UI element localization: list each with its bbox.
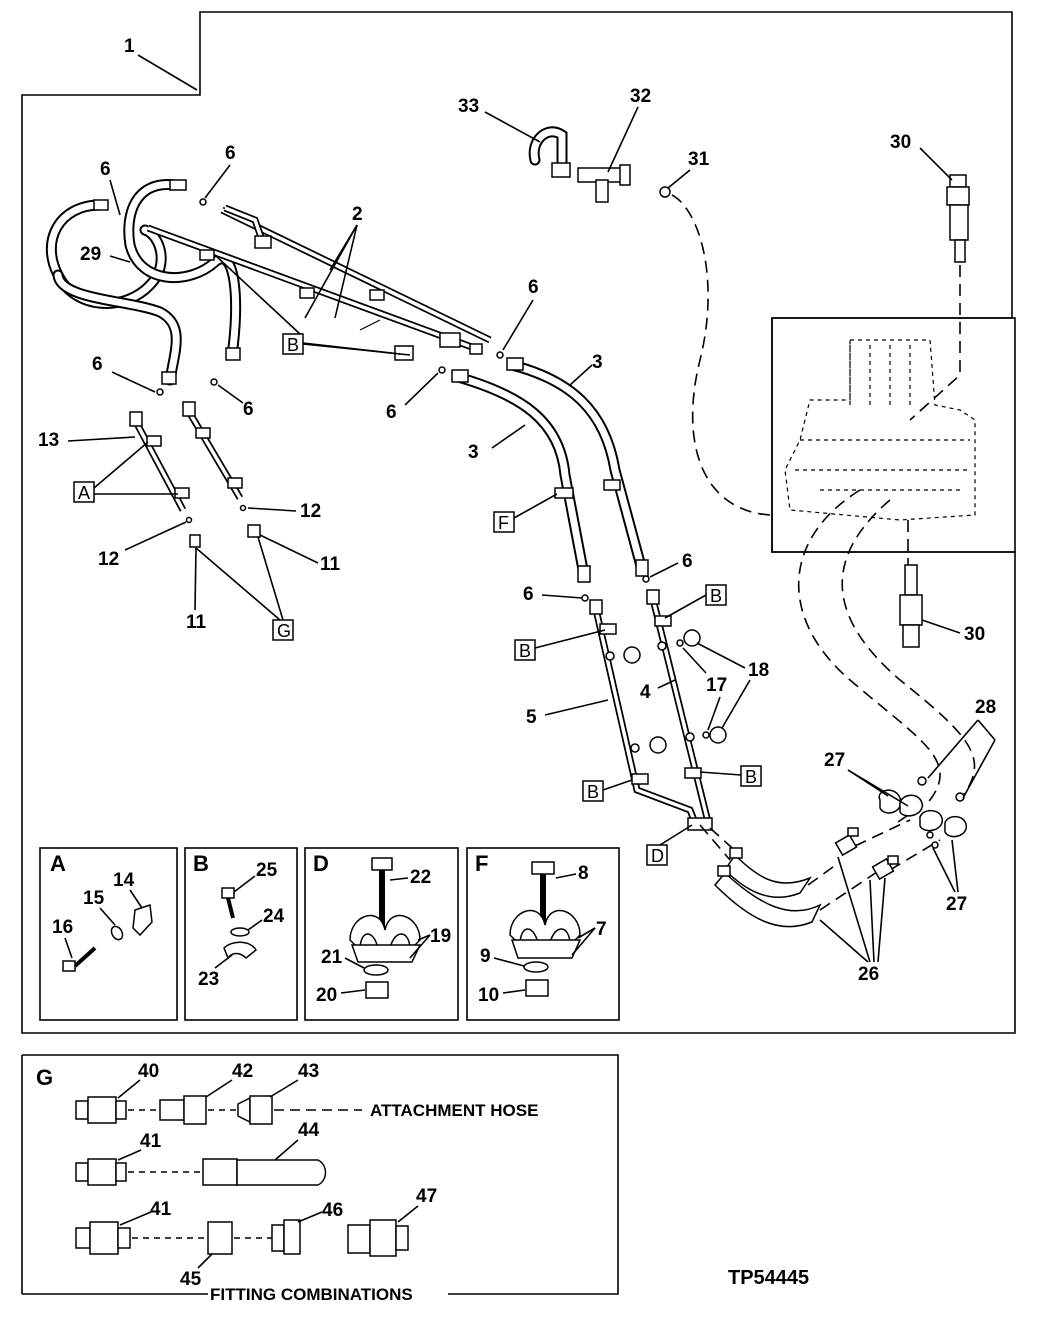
attachment-hose-label: ATTACHMENT HOSE (370, 1101, 538, 1120)
callout-44: 44 (298, 1120, 320, 1141)
boxlabel-b-r1: B (710, 586, 722, 606)
fitting-combinations-label: FITTING COMBINATIONS (210, 1285, 413, 1304)
callout-43: 43 (298, 1061, 319, 1082)
callout-40: 40 (138, 1061, 159, 1082)
panel-d-letter: D (313, 851, 329, 876)
panel-b-letter: B (193, 851, 209, 876)
detail-panel-g: G ATTACHMENT HOSE 40 42 43 41 44 (21, 1054, 619, 1304)
tube-13-left (129, 401, 261, 548)
callout-8: 8 (578, 863, 589, 884)
boxed-labels: B B B B B A F G D (73, 254, 762, 866)
callouts-main: 1 2 3 3 4 5 6 6 6 6 6 6 6 6 11 11 12 (38, 36, 996, 985)
callout-6g: 6 (682, 551, 693, 572)
hoses-3 (451, 357, 649, 583)
callout-2: 2 (352, 204, 363, 225)
boxlabel-b-l1: B (519, 641, 531, 661)
callout-6a: 6 (225, 143, 236, 164)
callout-9: 9 (480, 946, 491, 967)
control-valve (784, 339, 976, 521)
boxlabel-b-r2: B (745, 767, 757, 787)
callout-32: 32 (630, 86, 651, 107)
callout-6h: 6 (523, 584, 534, 605)
callout-20: 20 (316, 985, 337, 1006)
boxlabel-g: G (277, 621, 291, 641)
callout-14: 14 (113, 870, 135, 891)
boxlabel-b-l2: B (587, 782, 599, 802)
detail-panel-a: A 14 15 16 (39, 847, 178, 1021)
fittings-27-28 (878, 776, 967, 849)
callout-21: 21 (321, 947, 343, 968)
callout-41a: 41 (140, 1131, 162, 1152)
callout-22: 22 (410, 867, 431, 888)
callout-28: 28 (975, 697, 996, 718)
detail-panel-b: B 25 24 23 (184, 847, 298, 1021)
callout-6f: 6 (528, 277, 539, 298)
callout-12b: 12 (98, 549, 119, 570)
callout-31: 31 (688, 149, 710, 170)
main-boundary (21, 11, 1016, 1034)
callout-16: 16 (52, 917, 73, 938)
callout-6d: 6 (243, 399, 254, 420)
tubes-4-5 (589, 589, 727, 831)
callout-26: 26 (858, 964, 879, 985)
callout-11a: 11 (186, 612, 207, 633)
callout-4: 4 (640, 682, 651, 703)
callout-3a: 3 (592, 352, 603, 373)
detail-panel-d: D 22 19 21 20 (304, 847, 459, 1021)
callout-6b: 6 (100, 159, 111, 180)
callout-10: 10 (478, 985, 499, 1006)
callout-41b: 41 (150, 1199, 172, 1220)
callout-13: 13 (38, 430, 59, 451)
figure-id: TP54445 (728, 1267, 809, 1289)
callout-47: 47 (416, 1186, 437, 1207)
boxlabel-f: F (498, 513, 509, 533)
callout-46: 46 (322, 1200, 343, 1221)
hoses-26 (713, 827, 899, 928)
callout-29: 29 (80, 244, 101, 265)
callout-18: 18 (748, 660, 769, 681)
callout-11b: 11 (320, 554, 341, 575)
callout-25: 25 (256, 860, 278, 881)
panel-f-letter: F (475, 851, 488, 876)
boxlabel-a: A (78, 483, 90, 503)
control-valve-inset (771, 317, 1016, 553)
callout-5: 5 (526, 707, 537, 728)
connector-30-bottom (899, 564, 923, 648)
callout-1: 1 (124, 36, 135, 57)
boxlabel-b-top: B (287, 335, 299, 355)
panel-g-letter: G (36, 1065, 53, 1090)
hose-29 (45, 179, 242, 386)
callout-6c: 6 (92, 354, 103, 375)
callout-33: 33 (458, 96, 479, 117)
callout-15: 15 (83, 888, 105, 909)
callout-23: 23 (198, 969, 219, 990)
boxlabel-d: D (651, 846, 664, 866)
callout-12a: 12 (300, 501, 321, 522)
connector-30-top (946, 174, 970, 263)
callout-45: 45 (180, 1269, 202, 1290)
o-rings-6 (156, 198, 650, 602)
callout-42: 42 (232, 1061, 253, 1082)
callout-27a: 27 (824, 750, 845, 771)
callout-30a: 30 (890, 132, 911, 153)
callout-19: 19 (430, 926, 451, 947)
tube-assembly-2 (146, 204, 492, 361)
callout-6e: 6 (386, 402, 397, 423)
callout-30b: 30 (964, 624, 985, 645)
callout-24: 24 (263, 906, 285, 927)
callout-27b: 27 (946, 894, 967, 915)
callout-7: 7 (596, 919, 607, 940)
panel-a-letter: A (50, 851, 66, 876)
fittings-31-32-33 (528, 126, 671, 203)
callout-3b: 3 (468, 442, 479, 463)
callout-17: 17 (706, 675, 727, 696)
detail-panel-f: F 8 7 9 10 (466, 847, 620, 1021)
